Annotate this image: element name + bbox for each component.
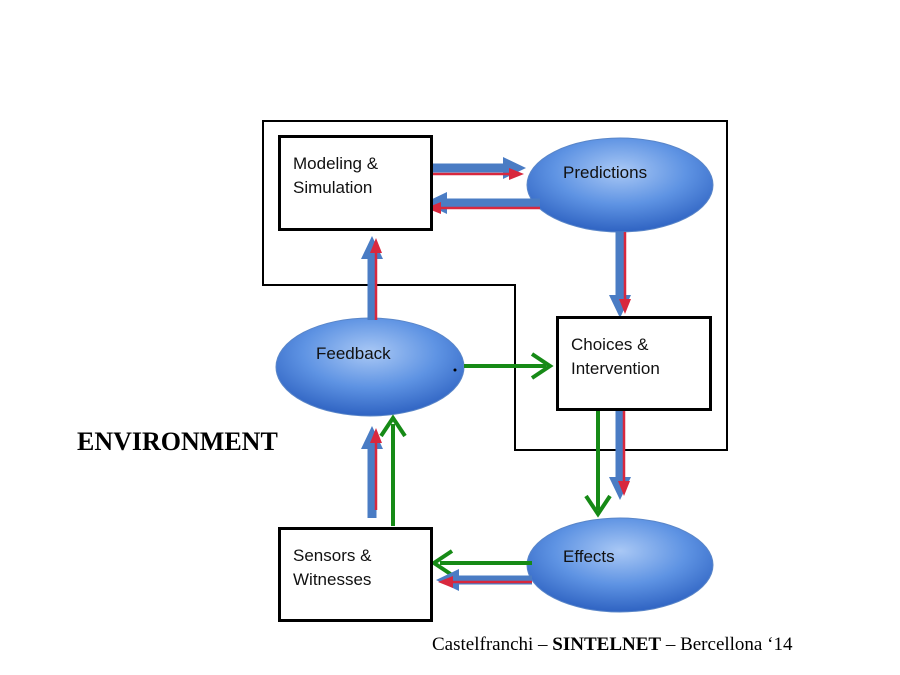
arrow-predictions-to-choices xyxy=(609,232,631,318)
modeling-label-line1: Modeling & xyxy=(293,154,379,173)
effects-label: Effects xyxy=(563,547,615,566)
footer-author: Castelfranchi – xyxy=(432,634,553,655)
environment-boundary xyxy=(262,120,728,451)
feedback-ellipse xyxy=(275,317,465,417)
footer-project: SINTELNET xyxy=(552,634,662,655)
arrow-feedback-to-choices xyxy=(464,352,554,380)
modeling-simulation-box: Modeling & Simulation xyxy=(278,135,433,231)
arrow-modeling-to-predictions xyxy=(432,157,526,180)
sensors-witnesses-box: Sensors & Witnesses xyxy=(278,527,433,622)
arrow-effects-to-sensors-green xyxy=(430,549,532,577)
arrow-choices-to-effects-green xyxy=(584,410,612,518)
choices-label-line2: Intervention xyxy=(571,359,660,378)
feedback-label: Feedback xyxy=(316,344,391,363)
sensors-label-line1: Sensors & xyxy=(293,546,372,565)
arrow-effects-to-sensors xyxy=(436,569,532,591)
arrow-choices-to-effects xyxy=(609,400,631,500)
footer-credit: Castelfranchi – SINTELNET – Bercellona ‘… xyxy=(432,634,792,656)
arrow-feedback-to-modeling xyxy=(361,236,383,320)
choices-intervention-box: Choices & Intervention xyxy=(556,316,712,411)
environment-label: ENVIRONMENT xyxy=(77,427,278,456)
arrow-sensors-to-feedback-green xyxy=(379,414,407,526)
effects-ellipse xyxy=(526,517,714,613)
predictions-label: Predictions xyxy=(563,163,648,182)
sensors-label-line2: Witnesses xyxy=(293,570,372,589)
choices-label-line1: Choices & xyxy=(571,335,649,354)
arrow-predictions-to-modeling xyxy=(424,192,540,214)
stray-dot xyxy=(453,368,457,372)
arrow-sensors-to-feedback xyxy=(361,426,383,518)
footer-event: – Bercellona ‘14 xyxy=(661,634,793,655)
modeling-label-line2: Simulation xyxy=(293,178,373,197)
predictions-ellipse xyxy=(526,137,714,233)
